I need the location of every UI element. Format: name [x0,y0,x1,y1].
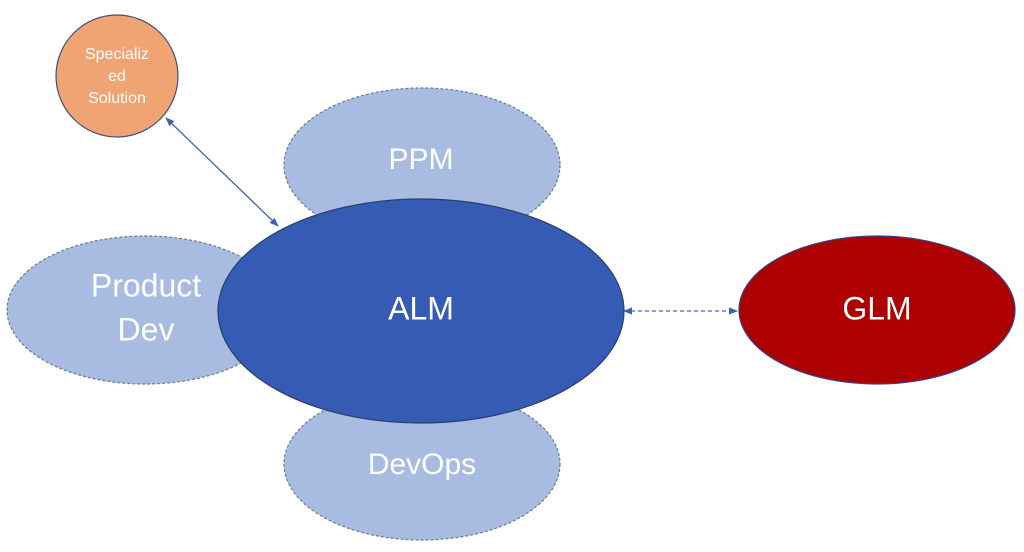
glm-label: GLM [842,290,911,326]
specialized-solution-node [55,14,179,138]
devops-label: DevOps [368,448,476,481]
product-dev-label-line-1: Product [91,267,201,303]
ppm-label: PPM [388,143,453,176]
specialized-label-line-2: ed [108,68,126,85]
devops-node [283,387,561,541]
glm-node [738,235,1016,385]
alm-label: ALM [388,290,454,326]
edge-alm-specialized [165,117,279,227]
alm-node [217,198,625,424]
product-dev-label-line-2: Dev [118,311,175,347]
specialized-label-line-1: Specializ [85,46,149,63]
specialized-label-line-3: Solution [88,90,146,107]
